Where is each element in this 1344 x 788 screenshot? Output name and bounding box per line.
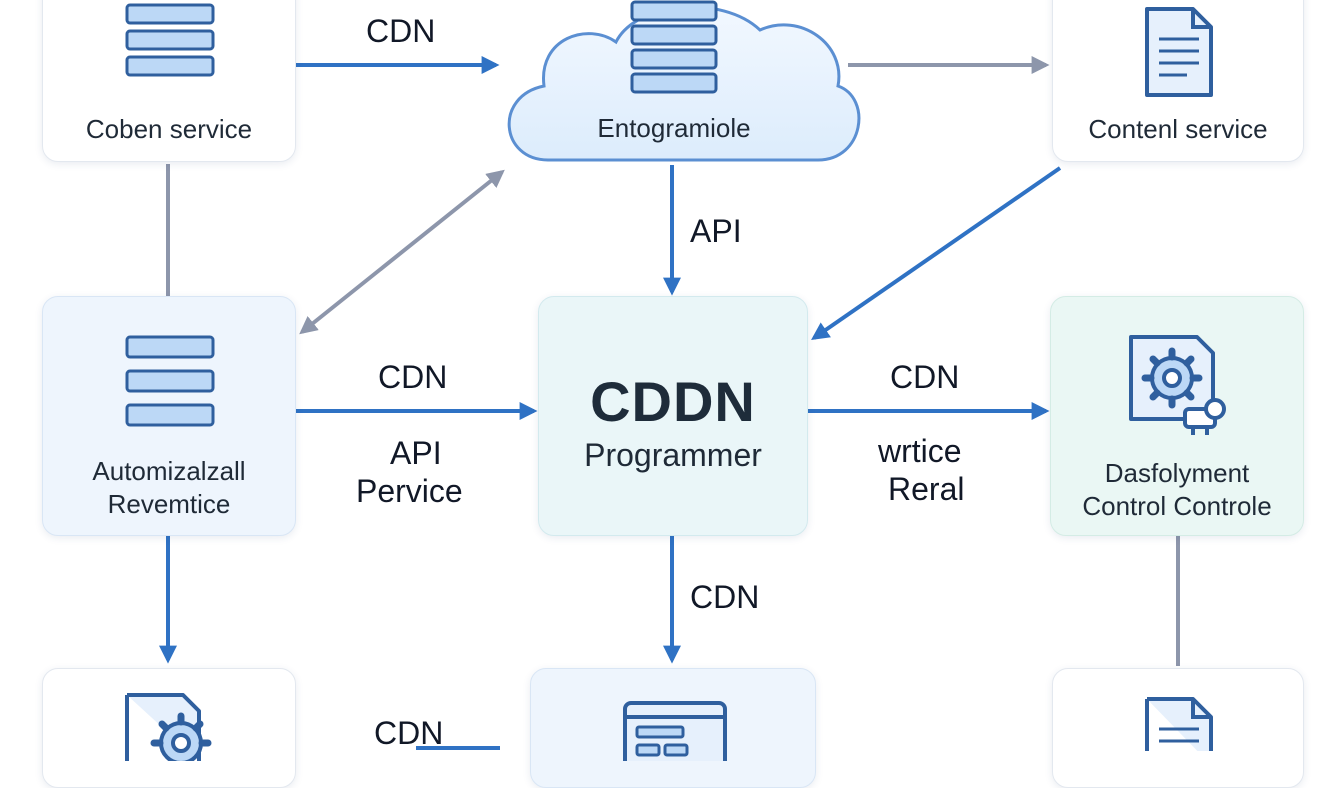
node-bottom-right[interactable] <box>1052 668 1304 788</box>
node-label: Automizalzall Revemtice <box>43 455 295 521</box>
hub-subtitle: Programmer <box>584 437 762 473</box>
gear-document-icon <box>125 693 212 761</box>
node-bottom-left[interactable] <box>42 668 296 788</box>
document-icon <box>1145 7 1213 97</box>
edge-label-top-cdn: CDN <box>366 13 436 49</box>
node-label: Contenl service <box>1088 114 1268 144</box>
arrow-midleft-cloud-bidirectional <box>299 169 505 335</box>
edge-label-midleft-cdn: CDN <box>378 359 448 395</box>
edge-label-center-down-cdn: CDN <box>690 579 760 615</box>
document-icon <box>1145 697 1213 751</box>
node-dasfolyment-control[interactable]: Dasfolyment Control Controle <box>1050 296 1304 536</box>
node-label-line: Automizalzall <box>92 456 246 486</box>
edge-label-midright-reral: Reral <box>888 471 965 507</box>
gear-document-icon <box>1129 335 1226 435</box>
server-stack-icon <box>125 3 215 77</box>
server-stack-icon <box>125 335 215 427</box>
edge-label-midleft-pervice: Pervice <box>356 473 463 509</box>
arrow-topright-to-center <box>811 166 1062 341</box>
node-label: Dasfolyment Control Controle <box>1051 457 1303 523</box>
edge-label-bottom-cdn: CDN <box>374 715 444 751</box>
edge-label-midright-wrtice: wrtice <box>878 433 962 469</box>
node-cddn-programmer[interactable]: CDDN Programmer <box>538 296 808 536</box>
server-stack-icon <box>630 0 718 94</box>
node-label-line: Control Controle <box>1082 491 1272 521</box>
node-label-line: Revemtice <box>107 489 231 519</box>
node-bottom-center[interactable] <box>530 668 816 788</box>
edge-label-cloud-api: API <box>690 213 742 249</box>
cloud-label: Entogramiole <box>597 113 751 143</box>
connectors <box>159 56 1180 750</box>
edge-label-midright-cdn: CDN <box>890 359 960 395</box>
node-label-line: Dasfolyment <box>1104 458 1250 488</box>
browser-window-icon <box>623 701 727 761</box>
node-automizalzall-revemtice[interactable]: Automizalzall Revemtice <box>42 296 296 536</box>
node-contenl-service[interactable]: Contenl service <box>1052 0 1304 162</box>
edge-label-midleft-api: API <box>390 435 442 471</box>
hub-title: CDDN <box>590 370 756 433</box>
node-coben-service[interactable]: Coben service <box>42 0 296 162</box>
node-label: Coben service <box>85 114 253 144</box>
